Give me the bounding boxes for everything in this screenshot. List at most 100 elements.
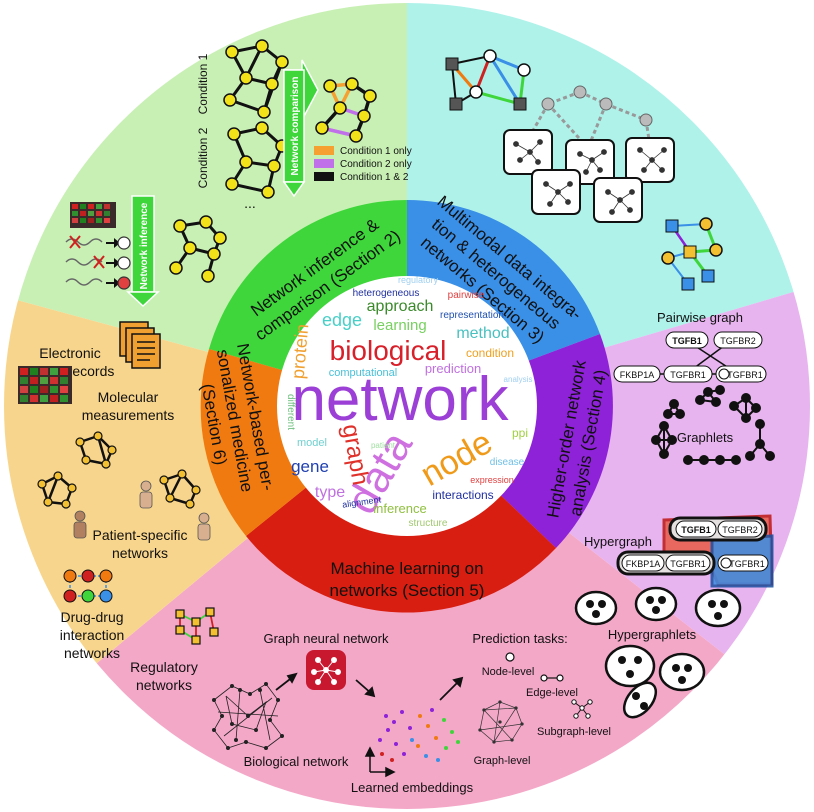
- legend-swatch-condition2: [314, 159, 334, 168]
- gene-label-tgfbr1-p: TGFBR1: [727, 370, 763, 380]
- ehr-document-icon: [119, 321, 161, 369]
- sample-arrows: [106, 238, 120, 288]
- word-method: method: [456, 325, 509, 342]
- graph-level-icon: [478, 700, 524, 744]
- hyper-gene-tgfbr2: [717, 520, 763, 538]
- word-representation: representation: [440, 310, 504, 321]
- legend-swatch-both: [314, 172, 334, 181]
- edge-level-label: Edge-level: [526, 687, 578, 699]
- subgraph-level-label: Subgraph-level: [537, 726, 611, 738]
- drug-drug-label-line1: Drug-drug: [60, 609, 123, 625]
- word-different: different: [285, 394, 296, 430]
- network-comparison-arrow: Network comparison: [282, 59, 319, 198]
- gene-node-tgfbr1: [663, 365, 713, 383]
- network-condition1-nodes: [223, 39, 289, 119]
- legend-swatch-condition1: [314, 146, 334, 155]
- biological-network-label: Biological network: [244, 754, 349, 769]
- word-biological: biological: [330, 335, 447, 366]
- network-condition2-nodes: [225, 121, 289, 199]
- word-patient: patient: [371, 441, 396, 450]
- pairwise-graph-title: Pairwise graph: [657, 310, 743, 325]
- person-icon-1: [139, 480, 153, 509]
- section4-illustration: Pairwise graph TGFB1 TGFBR2 FKBP1A TGFBR…: [574, 310, 775, 719]
- phospho-icon: [718, 368, 730, 380]
- heterogeneous-network-top: [445, 49, 531, 111]
- word-network: network: [291, 365, 509, 434]
- network-comparison-label: Network comparison: [290, 77, 301, 176]
- molecular-label-line2: measurements: [82, 407, 175, 423]
- expression-heatmap: [70, 202, 116, 228]
- word-analysis: analysis: [504, 375, 533, 384]
- gene-label-tgfb1: TGFB1: [672, 336, 702, 346]
- word-heterogeneous: heterogeneous: [353, 288, 420, 299]
- hyper-gene-fkbp1a: [621, 554, 665, 572]
- comparison-legend: Condition 1 only Condition 2 only Condit…: [314, 146, 412, 183]
- node-level-label: Node-level: [482, 666, 535, 678]
- ehr-document-lines: [137, 341, 155, 361]
- word-prediction: prediction: [425, 361, 481, 376]
- word-learning: learning: [373, 317, 426, 334]
- hyper-gene-tgfb1: [675, 520, 717, 538]
- graph-level-label: Graph-level: [474, 755, 531, 767]
- hyper-gene-label-tgfbr1: TGFBR1: [670, 559, 706, 569]
- hypergraphlets-label: Hypergraphlets: [608, 627, 697, 642]
- word-type: type: [315, 484, 345, 501]
- node-level-icon: [505, 652, 515, 662]
- word-ppi: ppi: [512, 426, 528, 440]
- inferred-network-nodes: [169, 215, 227, 283]
- embedding-scatter: [378, 708, 460, 762]
- word-protein: protein: [288, 323, 313, 380]
- multilayer-hierarchy: [503, 85, 675, 223]
- cell-icons: [117, 236, 131, 290]
- section5-illustration: Graph neural network: [211, 631, 611, 795]
- word-structure: structure: [409, 518, 448, 529]
- learned-embeddings-label: Learned embeddings: [351, 780, 474, 795]
- molecular-heatmap: [18, 366, 72, 404]
- embedding-axes: [364, 746, 396, 778]
- word-inference: inference: [373, 501, 426, 516]
- subgraph-level-icon: [571, 699, 593, 719]
- pipeline-arrows: [275, 672, 464, 701]
- wedge-label-machine-learning-line1: Machine learning on: [330, 559, 483, 578]
- molecular-label-line1: Molecular: [98, 389, 159, 405]
- regulatory-label-line2: networks: [136, 677, 192, 693]
- person-icon-2: [73, 510, 87, 539]
- drug-drug-label-line3: networks: [64, 645, 120, 661]
- ehr-label-line1: Electronic: [39, 345, 100, 361]
- gene-label-tgfbr2: TGFBR2: [720, 336, 756, 346]
- hypergraph: TGFB1 TGFBR2 FKBP1A TGFBR1 TGFBR1: [616, 514, 774, 588]
- hyper-phospho-icon: [720, 557, 732, 569]
- hypergraphlets-nodes: [586, 596, 728, 710]
- regulatory-network-icon: [175, 607, 219, 645]
- person-icon-3: [197, 512, 211, 541]
- gene-node-tgfb1: [665, 331, 709, 349]
- word-pairwise: pairwise: [448, 290, 485, 301]
- compared-network-nodes: [315, 77, 377, 143]
- pairwise-graph: TGFB1 TGFBR2 FKBP1A TGFBR1 TGFBR1: [613, 331, 767, 383]
- hyper-gene-label-tgfbr1-p: TGFBR1: [729, 559, 765, 569]
- wordcloud-circle: [277, 276, 537, 536]
- word-interactions: interactions: [432, 488, 493, 502]
- word-disease: disease: [490, 457, 525, 468]
- gene-node-tgfbr2: [713, 331, 763, 349]
- drug-drug-icon: [63, 569, 113, 603]
- hypergraphlets: [574, 586, 742, 719]
- gene-label-fkbp1a: FKBP1A: [620, 370, 655, 380]
- gene-label-tgfbr1: TGFBR1: [670, 370, 706, 380]
- patient-person-icons: [73, 480, 211, 541]
- word-computational: computational: [329, 367, 398, 379]
- legend-label-condition2: Condition 2 only: [340, 159, 412, 170]
- word-regulatory: regulatory: [398, 275, 439, 285]
- network-inference-label: Network inference: [139, 202, 150, 289]
- condition1-label: Condition 1: [196, 53, 210, 114]
- edge-level-icon: [540, 674, 564, 682]
- gene-node-tgfbr1-p: [715, 365, 767, 383]
- word-model: model: [297, 437, 327, 449]
- legend-label-condition1: Condition 1 only: [340, 146, 412, 157]
- legend-label-both: Condition 1 & 2: [340, 172, 409, 183]
- gene-node-fkbp1a: [613, 365, 661, 383]
- section3-illustration: [445, 49, 723, 291]
- network-inference-arrow: Network inference: [126, 195, 160, 308]
